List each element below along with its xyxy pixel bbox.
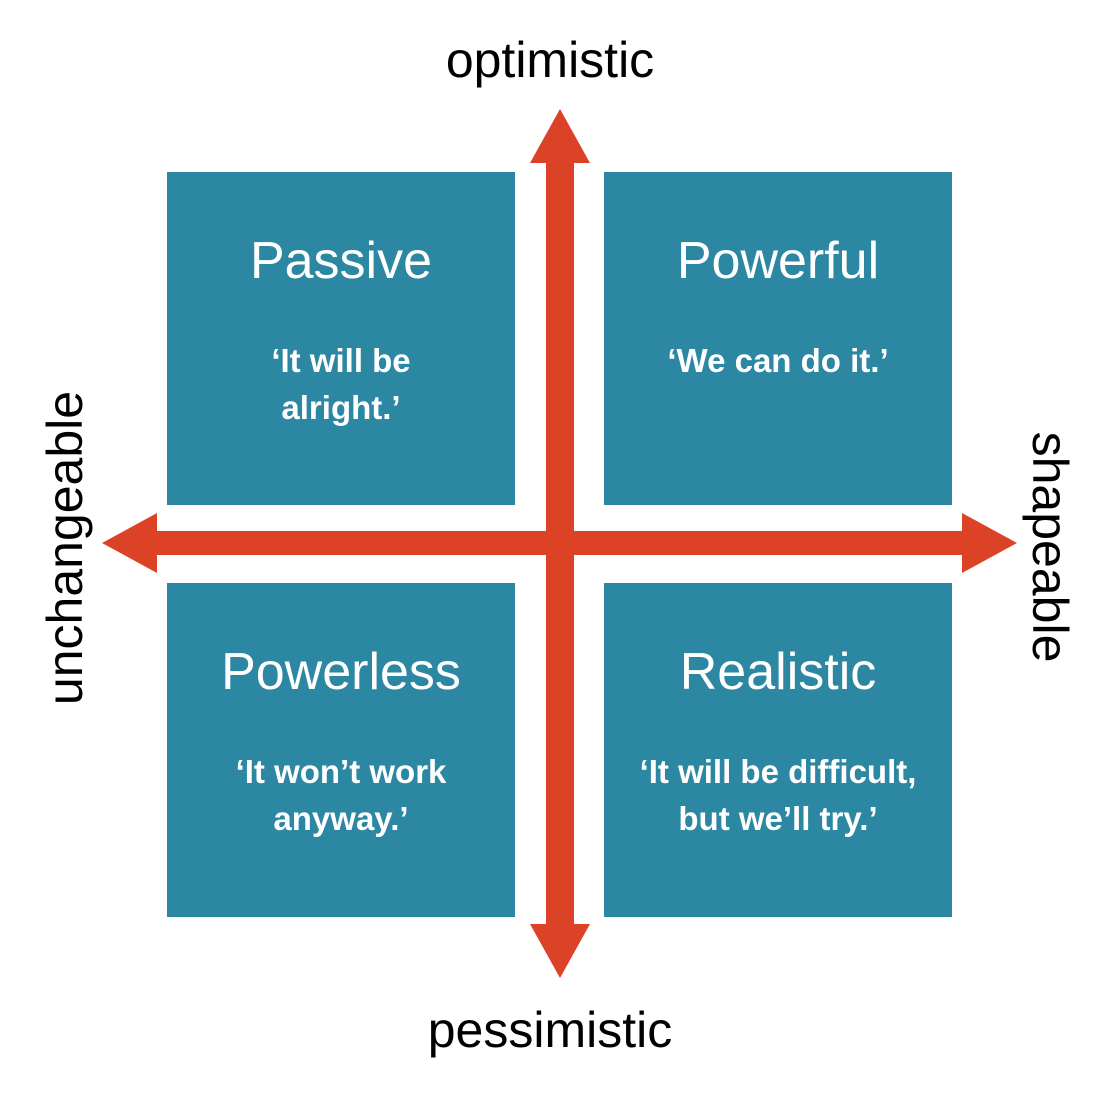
quadrant-title: Passive xyxy=(249,232,433,290)
quadrant-powerless: Powerless ‘It won’t work anyway.’ xyxy=(167,583,515,917)
quote-line: alright.’ xyxy=(281,389,401,426)
quote-line: anyway.’ xyxy=(273,800,409,837)
axis-label-optimistic: optimistic xyxy=(445,32,655,88)
quote-line: but we’ll try.’ xyxy=(678,800,878,837)
quadrant-quote: ‘It will be difficult, but we’ll try.’ xyxy=(604,748,952,842)
quadrant-title: Powerful xyxy=(676,232,880,290)
quote-line: ‘It will be difficult, xyxy=(639,753,917,790)
axis-label-pessimistic: pessimistic xyxy=(427,1002,673,1058)
quadrant-realistic: Realistic ‘It will be difficult, but we’… xyxy=(604,583,952,917)
quadrant-title: Powerless xyxy=(221,643,461,701)
quadrant-passive: Passive ‘It will be alright.’ xyxy=(167,172,515,505)
axis-label-unchangeable: unchangeable xyxy=(37,390,93,706)
quote-line: ‘It won’t work xyxy=(235,753,447,790)
quadrant-quote: ‘We can do it.’ xyxy=(604,337,952,384)
axis-label-shapeable: shapeable xyxy=(1022,431,1078,663)
quadrant-title: Realistic xyxy=(679,643,877,701)
quadrant-quote: ‘It won’t work anyway.’ xyxy=(167,748,515,842)
quadrant-quote: ‘It will be alright.’ xyxy=(167,337,515,431)
quadrant-powerful: Powerful ‘We can do it.’ xyxy=(604,172,952,505)
horizontal-axis-arrow-icon xyxy=(102,513,1017,573)
quote-line: ‘It will be xyxy=(271,342,411,379)
quote-line: ‘We can do it.’ xyxy=(667,342,889,379)
